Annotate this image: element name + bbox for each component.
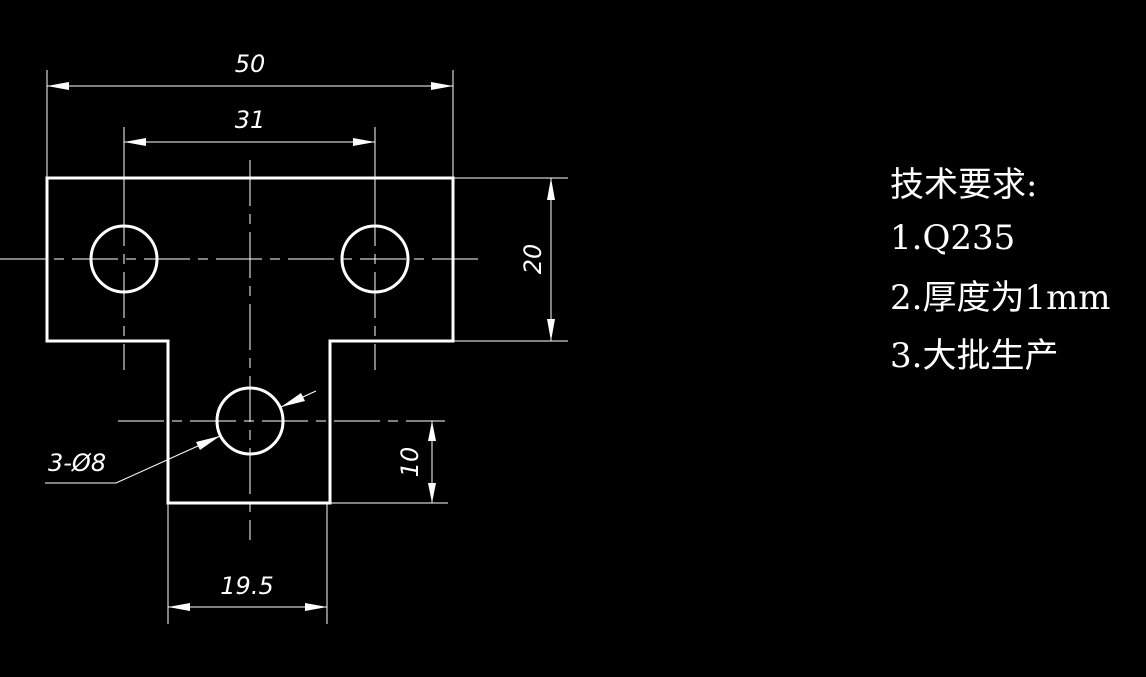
notes-item-3: 3.大批生产 <box>890 336 1058 376</box>
dim-stem-width-label: 19.5 <box>220 572 273 600</box>
notes-item-2: 2.厚度为1mm <box>890 278 1111 318</box>
dim-overall-width: 50 <box>46 50 454 178</box>
technical-notes: 技术要求: 1.Q235 2.厚度为1mm 3.大批生产 <box>890 165 1111 376</box>
notes-item-1: 1.Q235 <box>890 218 1015 258</box>
dim-overall-width-label: 50 <box>235 50 266 78</box>
dim-stem-height-label: 10 <box>396 447 424 478</box>
dim-hole-callout: 3-Ø8 <box>45 390 317 484</box>
dim-top-height: 20 <box>453 177 568 342</box>
dim-hole-spacing: 31 <box>123 106 376 226</box>
dim-hole-spacing-label: 31 <box>235 106 266 134</box>
dim-stem-height: 10 <box>330 421 448 504</box>
dim-top-height-label: 20 <box>519 244 547 275</box>
dim-hole-callout-label: 3-Ø8 <box>48 449 106 477</box>
notes-title: 技术要求: <box>890 165 1037 205</box>
dim-stem-width: 19.5 <box>167 503 328 624</box>
